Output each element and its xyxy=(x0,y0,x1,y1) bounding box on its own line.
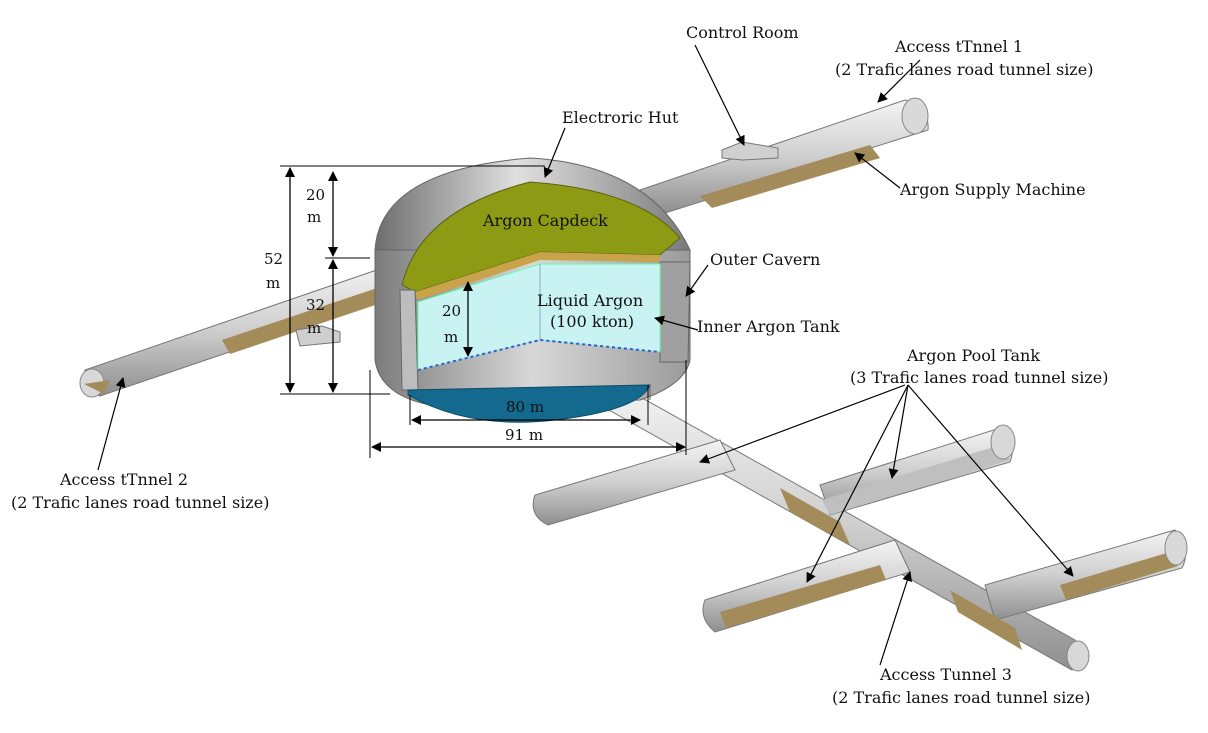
label-access-tunnel-3-sub: (2 Trafic lanes road tunnel size) xyxy=(832,688,1090,707)
dim-top-unit: m xyxy=(307,208,321,226)
label-control-room: Control Room xyxy=(686,23,799,42)
access-tunnel-1 xyxy=(639,97,929,214)
label-outer-cavern: Outer Cavern xyxy=(710,250,820,269)
dim-liquid-value: 20 xyxy=(442,302,461,320)
argon-pool-tunnels xyxy=(532,379,1188,672)
dim-total-value: 52 xyxy=(264,250,283,268)
label-access-tunnel-1: Access tTnnel 1 xyxy=(894,37,1023,56)
dim-lower-value: 32 xyxy=(306,296,325,314)
label-argon-supply: Argon Supply Machine xyxy=(899,180,1086,199)
dim-liquid-unit: m xyxy=(444,328,458,346)
argon-capdeck xyxy=(401,181,681,300)
label-access-tunnel-3: Access Tunnel 3 xyxy=(879,665,1012,684)
label-liquid-argon: Liquid Argon xyxy=(537,291,643,310)
label-access-tunnel-2-sub: (2 Trafic lanes road tunnel size) xyxy=(11,493,269,512)
leader-arrows xyxy=(97,44,1074,666)
control-room-structure xyxy=(721,141,779,161)
label-inner-tank: Inner Argon Tank xyxy=(697,317,840,336)
label-access-tunnel-1-sub: (2 Trafic lanes road tunnel size) xyxy=(835,60,1093,79)
access-tunnel-2 xyxy=(79,261,413,398)
dim-outer-width: 91 m xyxy=(505,426,543,444)
dim-inner-width: 80 m xyxy=(506,398,544,416)
label-argon-capdeck: Argon Capdeck xyxy=(482,211,608,230)
label-liquid-argon-sub: (100 kton) xyxy=(550,312,634,331)
label-access-tunnel-2: Access tTnnel 2 xyxy=(59,470,188,489)
dim-top-value: 20 xyxy=(306,186,325,204)
inner-argon-tank xyxy=(399,261,691,391)
dimension-lines xyxy=(280,165,687,458)
dim-lower-unit: m xyxy=(307,319,321,337)
dim-total-unit: m xyxy=(266,274,280,292)
label-argon-pool: Argon Pool Tank xyxy=(906,346,1040,365)
label-argon-pool-sub: (3 Trafic lanes road tunnel size) xyxy=(850,368,1108,387)
label-electronic-hut: Electroric Hut xyxy=(562,108,679,127)
liquid-argon-volume xyxy=(417,263,661,371)
